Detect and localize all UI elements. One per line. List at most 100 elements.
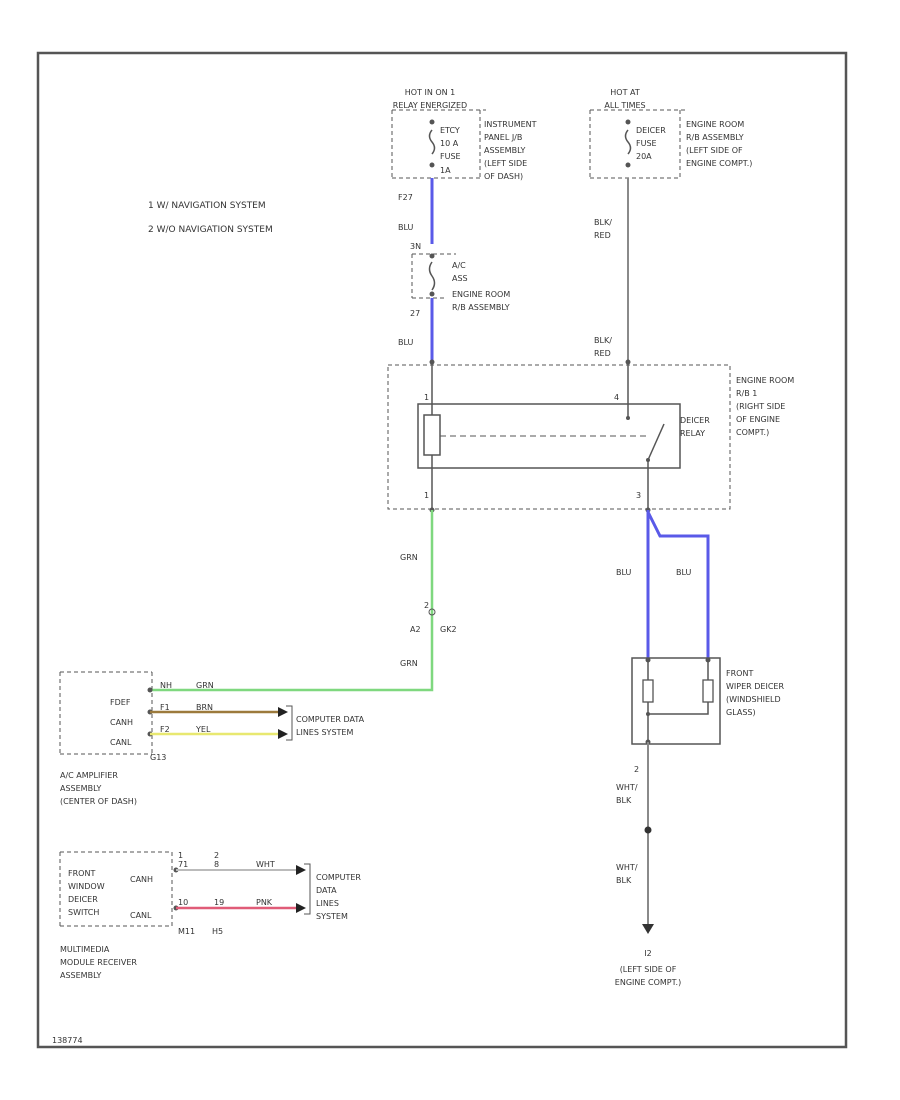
right-wire-upper-1: BLK/ [594, 218, 612, 227]
arrow-brn [278, 707, 288, 717]
fuse-left-location-4: (LEFT SIDE [484, 159, 527, 168]
ground-icon [642, 924, 654, 934]
computer-lines-2-line-4: SYSTEM [316, 912, 348, 921]
right-wire-upper-2: RED [594, 231, 611, 240]
green-wire-splice: 2 [424, 601, 429, 610]
mm-name-2: MODULE RECEIVER [60, 958, 137, 967]
ac-wire-3: YEL [195, 725, 211, 734]
fuse-left-type: 10 A [440, 139, 459, 148]
mm-term-1: CANH [130, 875, 153, 884]
fuse-right-header-2: ALL TIMES [604, 101, 645, 110]
diagram-frame [36, 51, 848, 1049]
relay-pin-bottom-left: 1 [424, 491, 429, 500]
mm-name-1: MULTIMEDIA [60, 945, 110, 954]
mm-wire-2: PNK [256, 898, 273, 907]
wiper-deicer: FRONT WIPER DEICER (WINDSHIELD GLASS) 2 … [615, 657, 784, 987]
relay-name-1: DEICER [680, 416, 710, 425]
ac-pin-3: F2 [160, 725, 170, 734]
wiper-deicer-name-1: FRONT [726, 669, 753, 678]
computer-lines-1-line-1: COMPUTER DATA [296, 715, 365, 724]
arrow-wht [296, 865, 306, 875]
ac-term-1: FDEF [110, 698, 131, 707]
fuse-left-location-5: OF DASH) [484, 172, 523, 181]
fuse-right-name: DEICER [636, 126, 666, 135]
green-wire-upper: GRN [400, 553, 418, 562]
ac-amplifier-name-3: (CENTER OF DASH) [60, 797, 137, 806]
legend: 1 W/ NAVIGATION SYSTEM 2 W/O NAVIGATION … [148, 201, 273, 235]
relay-pin-top-right: 4 [614, 393, 619, 402]
computer-lines-2-line-2: DATA [316, 886, 337, 895]
wiper-deicer-name-2: WIPER DEICER [726, 682, 784, 691]
relay-block: ENGINE ROOM R/B 1 (RIGHT SIDE OF ENGINE … [387, 359, 794, 513]
ground-location-1: (LEFT SIDE OF [620, 965, 677, 974]
mm-name-3: ASSEMBLY [60, 971, 101, 980]
deicer-wire-left-color: BLU [616, 568, 632, 577]
mm-pin-2a: 71 [178, 860, 188, 869]
deicer-wire-right-color: BLU [676, 568, 692, 577]
ac-term-2: CANH [110, 718, 133, 727]
ac-fuse-pin-top: F27 [398, 193, 413, 202]
fuse-right-location-1: ENGINE ROOM [686, 120, 744, 129]
fuse-left-name: ETCY [440, 126, 460, 135]
relay-block-label-1: ENGINE ROOM [736, 376, 794, 385]
arrow-pnk [296, 903, 306, 913]
relay-block-label-2: R/B 1 [736, 389, 757, 398]
green-wire-connector-left: A2 [410, 625, 421, 634]
heater-element-left [642, 679, 654, 703]
wiper-deicer-wire-lower-2: BLK [616, 876, 632, 885]
fuse-right-location-3: (LEFT SIDE OF [686, 146, 743, 155]
diagram-code: 138774 [52, 1036, 83, 1045]
mm-term-2: CANL [130, 911, 152, 920]
multimedia-receiver: FRONT WINDOW DEICER SWITCH CANH CANL 1 2… [59, 851, 306, 980]
ac-pin-2: F1 [160, 703, 170, 712]
legend-item-1: 1 W/ NAVIGATION SYSTEM [148, 201, 266, 211]
ac-fuse-wire-bottom: BLU [398, 338, 414, 347]
fuse-right-type: FUSE [636, 139, 657, 148]
ac-fuse-location-1: ENGINE ROOM [452, 290, 510, 299]
relay-block-outline [387, 364, 731, 510]
green-wire-connector-right: GK2 [440, 625, 457, 634]
wiper-deicer-name-3: (WINDSHIELD [726, 695, 781, 704]
relay-switch-blade [647, 423, 665, 461]
relay-coil [423, 414, 441, 456]
mm-pin-3b: 19 [214, 898, 224, 907]
fuse-left-header-2: RELAY ENERGIZED [393, 101, 467, 110]
ac-connector: G13 [150, 753, 166, 762]
ac-fuse-section: F27 BLU 3N A/C ASS ENGINE ROOM R/B ASSEM… [398, 178, 510, 362]
legend-item-2: 2 W/O NAVIGATION SYSTEM [148, 225, 273, 235]
ground-splice [644, 826, 652, 834]
ac-fuse-wire-top: BLU [398, 223, 414, 232]
computer-lines-1: COMPUTER DATA LINES SYSTEM [286, 705, 365, 741]
green-wire: GRN 2 A2 GK2 GRN [150, 510, 457, 692]
mm-connector-1: M11 [178, 927, 195, 936]
ac-fuse-pin-bottom: 27 [410, 309, 420, 318]
fuse-right-header-1: HOT AT [610, 88, 640, 97]
fuse-right-amp: 20A [636, 152, 652, 161]
ac-term-3: CANL [110, 738, 132, 747]
wiper-deicer-pin: 2 [634, 765, 639, 774]
deicer-wires: BLU BLU [616, 510, 710, 660]
computer-lines-2-line-3: LINES [316, 899, 339, 908]
computer-lines-2-line-1: COMPUTER [316, 873, 361, 882]
deicer-relay-outline [417, 403, 681, 469]
computer-lines-2: COMPUTER DATA LINES SYSTEM [304, 863, 361, 921]
mm-pin-2b: 8 [214, 860, 219, 869]
mm-switch-1: FRONT [68, 869, 95, 878]
mm-switch-2: WINDOW [68, 882, 105, 891]
mm-pin-1a: 1 [178, 851, 183, 860]
mm-pin-3a: 10 [178, 898, 188, 907]
fuse-left-word: FUSE [440, 152, 461, 161]
green-wire-lower: GRN [400, 659, 418, 668]
ground-code: I2 [644, 949, 651, 958]
fuse-left-location-3: ASSEMBLY [484, 146, 525, 155]
relay-pin-top-left: 1 [424, 393, 429, 402]
relay-name-2: RELAY [680, 429, 705, 438]
computer-lines-1-line-2: LINES SYSTEM [296, 728, 353, 737]
mm-pin-1b: 2 [214, 851, 219, 860]
right-feed: BLK/ RED BLK/ RED [594, 178, 629, 362]
ac-fuse-pin-a: 3N [410, 242, 421, 251]
ac-wire-2: BRN [196, 703, 213, 712]
wiper-deicer-wire-lower-1: WHT/ [616, 863, 638, 872]
wiper-deicer-outline [631, 657, 721, 745]
